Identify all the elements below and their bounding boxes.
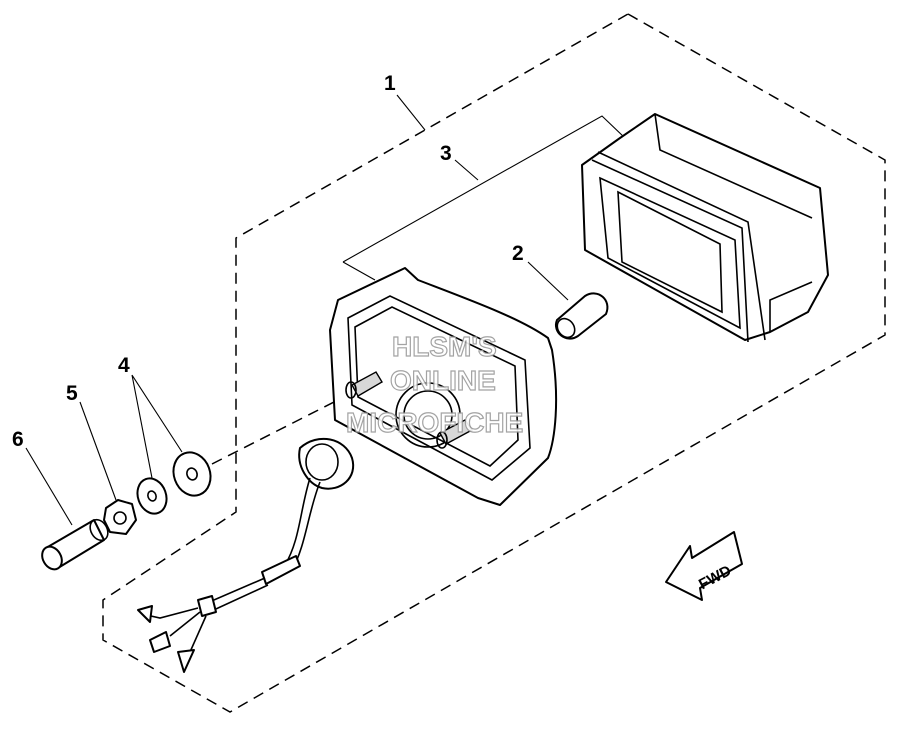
watermark-line-3: MICROFICHE <box>346 407 523 438</box>
callout-3: 3 <box>440 142 452 165</box>
tail-lens <box>581 113 829 343</box>
tail-housing <box>329 267 558 506</box>
leader-3 <box>342 115 626 281</box>
watermark-line-2: ONLINE <box>390 365 496 396</box>
callout-6: 6 <box>12 428 24 451</box>
stud-axis <box>211 399 339 465</box>
washer-large <box>172 451 212 497</box>
leader-4 <box>131 374 183 479</box>
nut <box>103 499 137 535</box>
assembly-outline-dashed <box>102 13 886 713</box>
callout-2: 2 <box>512 242 524 265</box>
leader-1 <box>396 94 426 131</box>
socket-harness <box>137 438 355 673</box>
bulb <box>554 292 609 340</box>
leader-5 <box>79 401 117 501</box>
callout-4: 4 <box>118 354 130 377</box>
leader-6 <box>25 447 73 526</box>
fwd-arrow-icon: FWD <box>665 531 743 601</box>
washer-small <box>136 477 168 515</box>
collar <box>41 518 109 571</box>
watermark-line-1: HLSM'S <box>392 331 497 362</box>
callout-5: 5 <box>66 382 78 405</box>
callout-1: 1 <box>384 72 396 95</box>
leader-2 <box>527 261 569 301</box>
